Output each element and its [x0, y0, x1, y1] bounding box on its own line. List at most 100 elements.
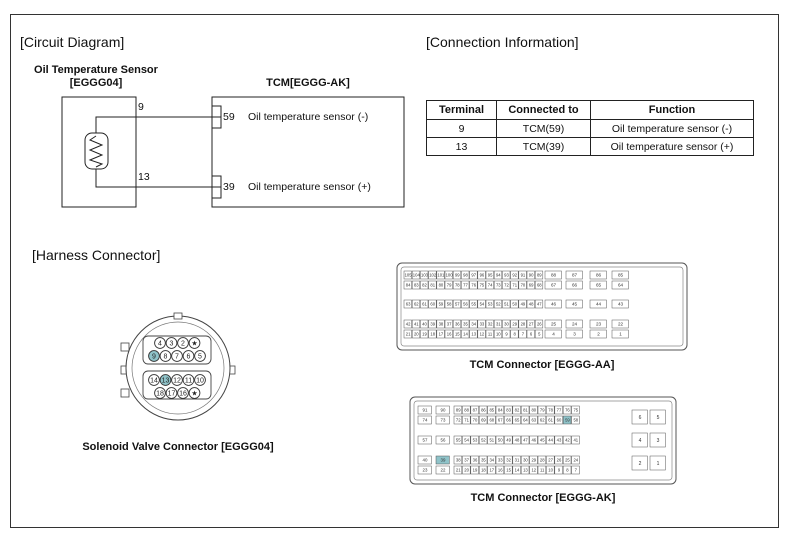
pin-cell — [504, 455, 513, 465]
pin-label: 72 — [504, 282, 509, 287]
solenoid-pin — [171, 374, 183, 386]
pin-label: 45 — [540, 437, 545, 442]
pin-label: 16 — [447, 331, 452, 336]
pin-cell — [589, 319, 607, 329]
pin-label: 49 — [521, 301, 526, 306]
pin-label: 29 — [531, 457, 536, 462]
pin-cell — [411, 270, 421, 280]
pin-label: 60 — [430, 301, 435, 306]
pin-label: 33 — [480, 321, 485, 326]
pin-label: 90 — [529, 272, 534, 277]
pin-label: 4 — [639, 438, 642, 444]
pin-label: 17 — [489, 467, 494, 472]
solenoid-pin-label: 5 — [198, 354, 202, 361]
solenoid-pin — [165, 387, 178, 399]
pin-cell — [417, 415, 432, 425]
pin-label: 71 — [464, 417, 469, 422]
pin-label: 63 — [531, 417, 536, 422]
pin-label: 17 — [439, 331, 444, 336]
pin-label: 82 — [422, 282, 427, 287]
pin-cell — [462, 415, 471, 425]
pin-label: 6 — [530, 331, 533, 336]
pin-label: 54 — [480, 301, 485, 306]
sensor-code: [EGGG04] — [69, 77, 123, 89]
pin-label: 53 — [488, 301, 493, 306]
pin-cell — [493, 299, 503, 309]
pin-cell — [537, 405, 547, 415]
pin-label: 92 — [512, 272, 517, 277]
pin-label: 25 — [565, 457, 570, 462]
pin-label: 24 — [573, 457, 578, 462]
pin-cell — [611, 299, 629, 309]
pin-cell — [534, 299, 544, 309]
pin-cell — [462, 465, 471, 475]
pin-label: 99 — [455, 272, 460, 277]
pin-label: 14 — [463, 331, 468, 336]
pin-cell — [469, 299, 478, 309]
pin-label: 2 — [639, 461, 642, 467]
pin-cell — [510, 270, 519, 280]
solenoid-pin — [154, 387, 166, 399]
pin-cell — [493, 319, 503, 329]
pin-cell — [565, 270, 583, 280]
pin-label: 19 — [422, 331, 427, 336]
pin-cell — [534, 319, 544, 329]
pin-label: 43 — [618, 302, 624, 307]
pin-label: 49 — [506, 437, 511, 442]
pin-cell — [477, 329, 486, 339]
pin-label: 64 — [523, 417, 528, 422]
pin-cell — [444, 329, 453, 339]
pin-cell — [518, 280, 527, 290]
pin-cell — [493, 329, 503, 339]
table-header: Function — [590, 100, 754, 120]
pin-cell — [546, 465, 555, 475]
pin-cell — [537, 435, 547, 445]
pin-cell — [510, 299, 519, 309]
pin-label: 19 — [473, 467, 478, 472]
pin-cell — [649, 409, 666, 425]
pin-label: 96 — [480, 272, 485, 277]
pin-cell — [452, 329, 462, 339]
pin-label: 60 — [557, 417, 562, 422]
solenoid-pin — [165, 337, 178, 349]
tcm-ak-inner — [413, 400, 673, 481]
pin-label: 7 — [575, 467, 578, 472]
pin-label: 2 — [597, 332, 600, 337]
pin-label: 90 — [441, 408, 446, 413]
pin-label: 21 — [406, 331, 411, 336]
pin-cell — [512, 455, 521, 465]
pin-cell — [487, 415, 496, 425]
pin-cell — [562, 405, 572, 415]
pin-label: 76 — [471, 282, 476, 287]
pin-cell — [518, 319, 527, 329]
pin-cell — [452, 299, 462, 309]
pin-label: 10 — [548, 467, 553, 472]
pin-label: 24 — [572, 322, 578, 327]
pin-cell — [428, 319, 437, 329]
pin-cell — [529, 455, 538, 465]
pin-cell — [510, 329, 519, 339]
pin-label: 59 — [565, 417, 570, 422]
pin-label: 88 — [464, 407, 469, 412]
pin-label: 46 — [551, 302, 557, 307]
pin-label: 13 — [523, 467, 528, 472]
pin-cell — [520, 455, 530, 465]
pin-label: 53 — [473, 437, 478, 442]
pin-cell — [452, 319, 462, 329]
pin-label: 93 — [504, 272, 509, 277]
table-cell: TCM(39) — [496, 137, 591, 156]
pin-label: 67 — [551, 283, 557, 288]
pin-cell — [417, 465, 432, 475]
pin-cell — [469, 280, 478, 290]
pin-label: 48 — [529, 301, 534, 306]
pin-cell — [562, 415, 572, 425]
tcm-aa-caption: TCM Connector [EGGG-AA] — [469, 359, 615, 371]
pin-label: 82 — [515, 407, 520, 412]
pin-cell — [453, 435, 463, 445]
pin-label: 94 — [496, 272, 501, 277]
pin-cell — [436, 280, 445, 290]
pin-cell — [611, 280, 629, 290]
pin-cell — [428, 270, 437, 280]
table-row: 13 TCM(39) Oil temperature sensor (+) — [426, 137, 754, 156]
harness-connector-heading: [Harness Connector] — [32, 247, 161, 263]
